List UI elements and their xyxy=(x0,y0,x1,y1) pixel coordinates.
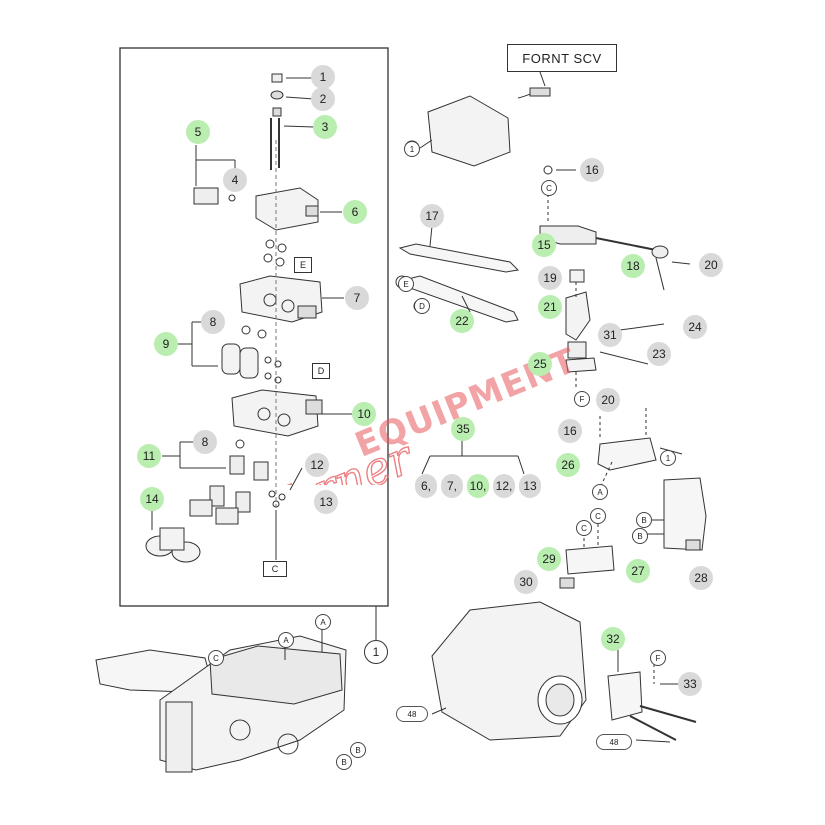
ref-tag-e: E xyxy=(294,257,312,273)
callout-20b: 20 xyxy=(596,388,620,412)
ref-circle-f2: F xyxy=(650,650,666,666)
ref-circle-b1: B xyxy=(350,742,366,758)
ref-circle-f1: F xyxy=(574,391,590,407)
ref-circle-b2: B xyxy=(336,754,352,770)
callout-25: 25 xyxy=(528,352,552,376)
callout-14: 14 xyxy=(140,487,164,511)
callout-33: 33 xyxy=(678,672,702,696)
callout-6: 6 xyxy=(343,200,367,224)
ref-circle-b3: B xyxy=(636,512,652,528)
ref-circle-a1: A xyxy=(278,632,294,648)
callout-20a: 20 xyxy=(699,253,723,277)
callout-17: 17 xyxy=(420,204,444,228)
ref-tag-c: C xyxy=(263,561,287,577)
ref-circle-one: 1 xyxy=(404,141,420,157)
front-scv-label: FORNT SCV xyxy=(507,44,617,72)
ref-circle-b4: B xyxy=(632,528,648,544)
ref-oval-48a: 48 xyxy=(396,706,428,722)
callout-3: 3 xyxy=(313,115,337,139)
callout-35: 35 xyxy=(451,417,475,441)
callout-31: 31 xyxy=(598,323,622,347)
ref-circle-c2: C xyxy=(590,508,606,524)
callout-4: 4 xyxy=(223,168,247,192)
combo-item-13: 13 xyxy=(519,474,541,498)
callout-18: 18 xyxy=(621,254,645,278)
callout-1: 1 xyxy=(311,65,335,89)
ref-circle-a2: A xyxy=(315,614,331,630)
callout-8b: 8 xyxy=(193,430,217,454)
ref-oval-48b: 48 xyxy=(596,734,632,750)
callout-35-group: 6, 7, 10, 12, 13 xyxy=(415,474,541,498)
callout-9: 9 xyxy=(154,332,178,356)
callout-16a: 16 xyxy=(580,158,604,182)
callout-19: 19 xyxy=(538,266,562,290)
callout-30: 30 xyxy=(514,570,538,594)
callout-10: 10 xyxy=(352,402,376,426)
callout-16b: 16 xyxy=(558,419,582,443)
callout-12: 12 xyxy=(305,453,329,477)
callout-26: 26 xyxy=(556,453,580,477)
combo-item-6: 6, xyxy=(415,474,437,498)
ref-circle-e1: E xyxy=(398,276,414,292)
ref-circle-c1: C xyxy=(541,180,557,196)
ref-circle-c3: C xyxy=(576,520,592,536)
callout-1-bottom: 1 xyxy=(364,640,388,664)
callout-15: 15 xyxy=(532,233,556,257)
callout-2: 2 xyxy=(311,87,335,111)
callout-23: 23 xyxy=(647,342,671,366)
ref-circle-one-b: 1 xyxy=(660,450,676,466)
combo-item-10: 10, xyxy=(467,474,489,498)
callout-7: 7 xyxy=(345,286,369,310)
combo-item-12: 12, xyxy=(493,474,515,498)
ref-circle-d1: D xyxy=(414,298,430,314)
ref-circle-c: C xyxy=(208,650,224,666)
callout-28: 28 xyxy=(689,566,713,590)
ref-tag-d: D xyxy=(312,363,330,379)
callout-32: 32 xyxy=(601,627,625,651)
callout-29: 29 xyxy=(537,547,561,571)
callout-21: 21 xyxy=(538,295,562,319)
callout-11: 11 xyxy=(137,444,161,468)
callout-24: 24 xyxy=(683,315,707,339)
callout-22: 22 xyxy=(450,309,474,333)
combo-item-7: 7, xyxy=(441,474,463,498)
callout-27: 27 xyxy=(626,559,650,583)
callout-13: 13 xyxy=(314,490,338,514)
callout-8a: 8 xyxy=(201,310,225,334)
ref-circle-a3: A xyxy=(592,484,608,500)
callout-5: 5 xyxy=(186,120,210,144)
